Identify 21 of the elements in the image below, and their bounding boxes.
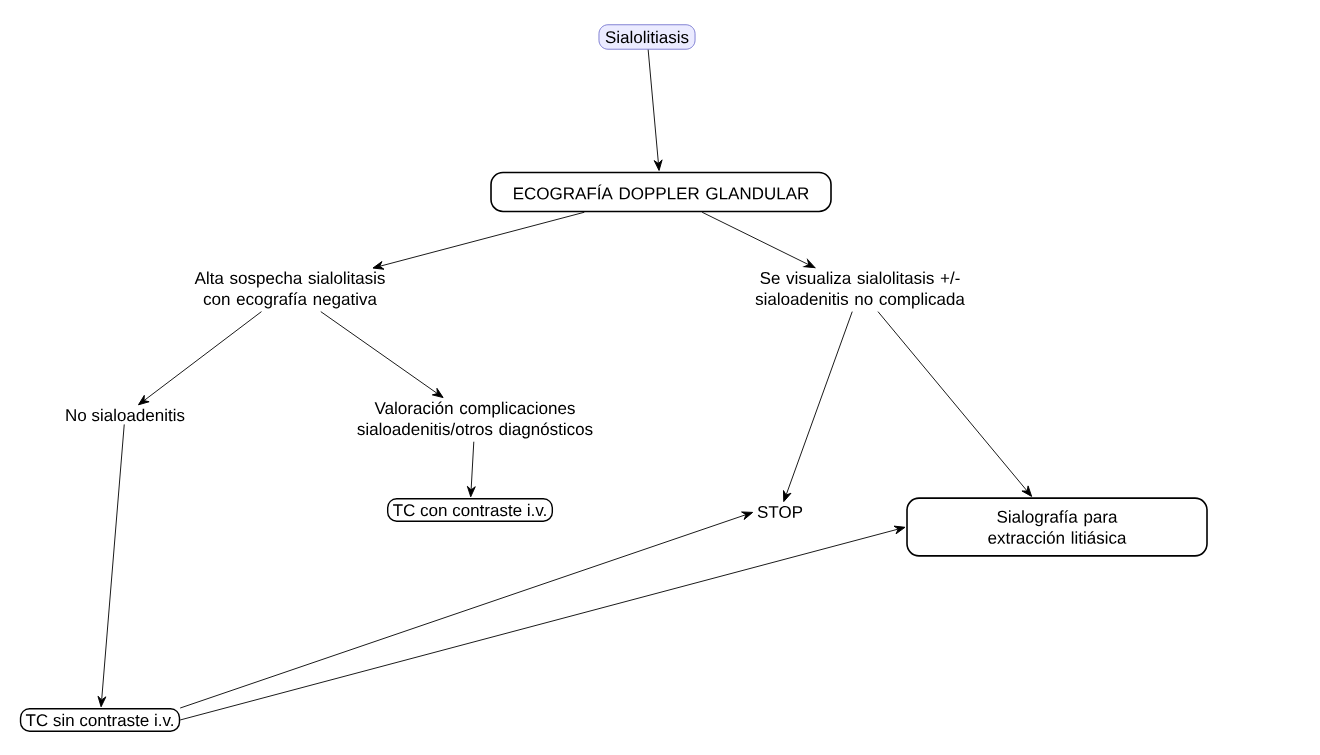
arrow — [320, 311, 444, 398]
step-text: Se visualiza sialolitasis +/- sialoadenitis no complicada — [755, 271, 965, 309]
arrow — [877, 311, 1033, 497]
arrow — [783, 311, 853, 503]
step-text: No sialoadenitis — [66, 408, 185, 422]
step-text: STOP — [757, 505, 803, 518]
arrow — [179, 511, 754, 709]
step-text: Valoración complicaciones sialoadenitis/otros diagnósticos — [357, 401, 593, 439]
process-box: TC sin contraste i.v. — [19, 708, 181, 732]
step-text: Alta sospecha sialolitasis con ecografía negativa — [194, 271, 385, 309]
arrow — [372, 211, 585, 270]
arrow — [97, 424, 125, 708]
process-box: ECOGRAFÍA DOPPLER GLANDULAR — [490, 171, 832, 213]
arrow — [466, 441, 476, 498]
start-box: Sialolitiasis — [598, 24, 696, 50]
arrow — [701, 211, 816, 269]
process-box: Sialografía para extracción litiásica — [906, 497, 1208, 557]
arrow — [138, 311, 262, 406]
arrow — [179, 525, 906, 721]
process-box: TC con contraste i.v. — [387, 498, 554, 522]
arrow — [647, 49, 663, 171]
